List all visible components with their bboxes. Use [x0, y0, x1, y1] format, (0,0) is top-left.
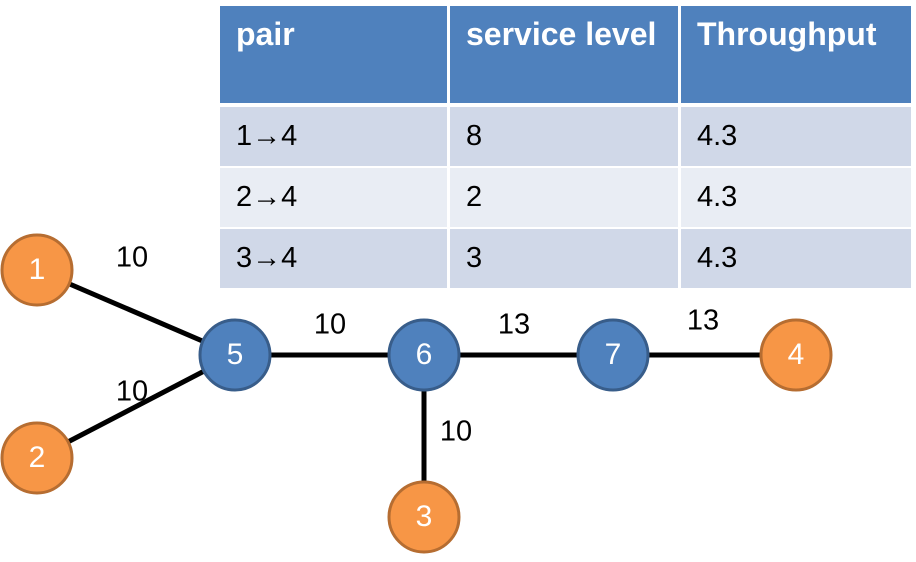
- node-label-6: 6: [416, 338, 433, 371]
- edge-2-5: [35, 352, 237, 461]
- table-row: 2→4 2 4.3: [220, 168, 911, 229]
- edge-label-7-4: 13: [687, 305, 719, 337]
- node-label-5: 5: [227, 338, 244, 371]
- node-circle-1: [0, 233, 74, 307]
- header-throughput: Throughput: [681, 6, 911, 107]
- edge-label-1-5: 10: [116, 242, 148, 274]
- node-label-3: 3: [416, 500, 433, 533]
- throughput-table: pair service level Throughput 1→4 8 4.3 …: [220, 6, 911, 290]
- cell-service-level: 8: [450, 107, 681, 168]
- cell-pair: 1→4: [220, 107, 450, 168]
- cell-throughput: 4.3: [681, 229, 911, 290]
- node-circle-3: [387, 480, 461, 554]
- node-6: 6: [387, 318, 461, 392]
- node-label-2: 2: [29, 441, 46, 474]
- node-circle-6: [387, 318, 461, 392]
- node-1: 1: [0, 233, 74, 307]
- node-label-1: 1: [29, 253, 46, 286]
- node-4: 4: [759, 318, 833, 392]
- cell-throughput: 4.3: [681, 168, 911, 229]
- node-5: 5: [198, 318, 272, 392]
- cell-service-level: 2: [450, 168, 681, 229]
- node-7: 7: [576, 318, 650, 392]
- node-circle-7: [576, 318, 650, 392]
- node-circle-4: [759, 318, 833, 392]
- edge-label-5-6: 10: [314, 309, 346, 341]
- table-header-row: pair service level Throughput: [220, 6, 911, 107]
- header-service-level: service level: [450, 6, 681, 107]
- cell-service-level: 3: [450, 229, 681, 290]
- cell-pair: 2→4: [220, 168, 450, 229]
- node-2: 2: [0, 421, 74, 495]
- table-row: 1→4 8 4.3: [220, 107, 911, 168]
- node-circle-5: [198, 318, 272, 392]
- edge-label-6-7: 13: [498, 309, 530, 341]
- cell-pair: 3→4: [220, 229, 450, 290]
- cell-throughput: 4.3: [681, 107, 911, 168]
- node-label-7: 7: [605, 338, 622, 371]
- node-label-4: 4: [788, 338, 805, 371]
- table-row: 3→4 3 4.3: [220, 229, 911, 290]
- node-3: 3: [387, 480, 461, 554]
- node-circle-2: [0, 421, 74, 495]
- edge-label-2-5: 10: [116, 376, 148, 408]
- edge-label-6-3: 10: [440, 416, 472, 448]
- header-pair: pair: [220, 6, 450, 107]
